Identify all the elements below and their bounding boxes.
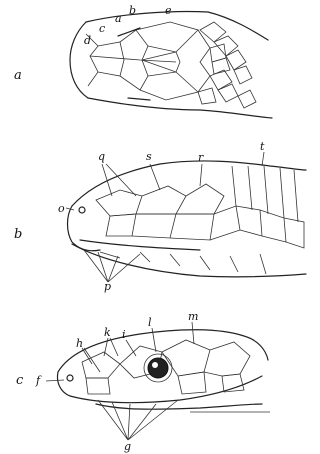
label-c-f: f bbox=[35, 374, 42, 387]
label-b-q: q bbox=[98, 150, 105, 163]
panel-a-label: a bbox=[14, 68, 22, 83]
panel-b-lateral-head: b q s r t o p bbox=[14, 140, 306, 293]
label-c-m: m bbox=[188, 310, 198, 323]
panel-c-label: c bbox=[16, 373, 24, 388]
label-c-i: i bbox=[122, 328, 126, 341]
label-a-c: c bbox=[99, 22, 105, 35]
label-b-s: s bbox=[146, 150, 152, 163]
panel-a-dorsal-head: a a b c d e bbox=[14, 4, 272, 118]
label-c-k: k bbox=[104, 326, 111, 339]
label-c-g: g bbox=[124, 440, 131, 453]
label-a-e: e bbox=[165, 4, 172, 17]
label-b-r: r bbox=[198, 151, 204, 164]
label-a-d: d bbox=[84, 34, 91, 47]
label-a-b: b bbox=[129, 4, 136, 17]
label-b-o: o bbox=[58, 202, 65, 215]
label-b-t: t bbox=[260, 140, 265, 153]
panel-c-head-eye: c h k i l m f g bbox=[16, 310, 270, 453]
panel-b-label: b bbox=[14, 227, 22, 242]
label-c-l: l bbox=[148, 316, 152, 329]
label-a-a: a bbox=[115, 12, 122, 25]
